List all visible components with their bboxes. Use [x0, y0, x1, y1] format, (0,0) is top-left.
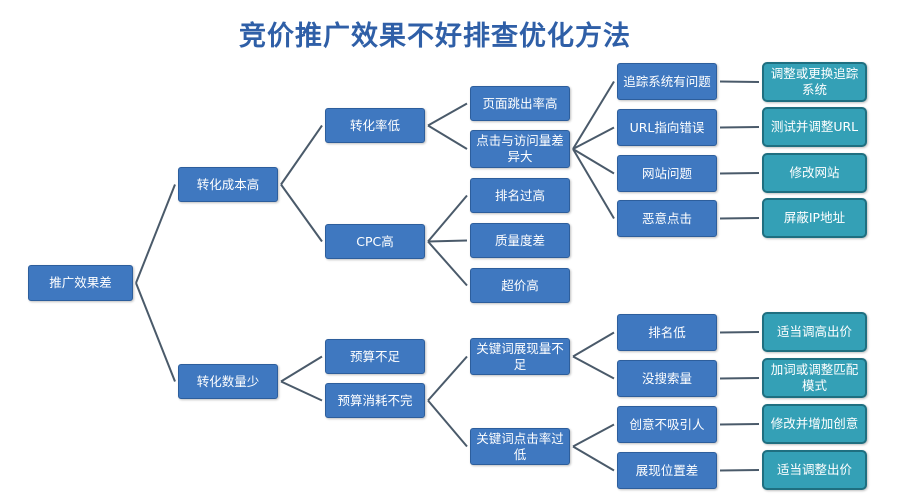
- node-rate-low: 转化率低: [325, 108, 425, 143]
- node-fix-position: 适当调整出价: [762, 450, 867, 490]
- connector-position_poor-fix_position: [719, 469, 760, 472]
- connector-ctr_low-position_poor: [572, 445, 615, 472]
- connector-impr_low-no_search: [572, 355, 615, 380]
- node-click-visit-gap: 点击与访问量差异大: [470, 130, 570, 168]
- connector-count_low-budget_unspent: [280, 380, 323, 402]
- connector-budget_unspent-impr_low: [427, 355, 468, 402]
- node-count-low: 转化数量少: [178, 364, 278, 399]
- node-tracking-issue: 追踪系统有问题: [617, 63, 717, 100]
- node-site-issue: 网站问题: [617, 155, 717, 192]
- connector-root-count_low: [135, 282, 176, 382]
- connector-count_low-budget_short: [280, 355, 323, 383]
- node-ctr-low: 关键词点击率过低: [470, 428, 570, 465]
- page-title: 竞价推广效果不好排查优化方法: [239, 21, 631, 52]
- connector-ctr_low-creative_weak: [572, 423, 615, 448]
- node-overbid: 超价高: [470, 268, 570, 303]
- node-url-wrong: URL指向错误: [617, 109, 717, 146]
- node-fix-fraud: 屏蔽IP地址: [762, 198, 867, 238]
- node-no-search: 没搜索量: [617, 360, 717, 397]
- connector-cpc_high-overbid: [427, 240, 468, 287]
- node-fix-rank: 适当调高出价: [762, 312, 867, 352]
- connector-rate_low-click_visit_gap: [427, 124, 468, 150]
- connector-root-cost_high: [135, 184, 176, 284]
- node-budget-unspent: 预算消耗不完: [325, 383, 425, 418]
- node-fix-tracking: 调整或更换追踪系统: [762, 62, 867, 102]
- connector-click_visit_gap-tracking_issue: [572, 80, 615, 150]
- node-budget-short: 预算不足: [325, 339, 425, 374]
- node-fraud-click: 恶意点击: [617, 200, 717, 237]
- connector-cpc_high-rank_too_high: [427, 194, 468, 243]
- connector-budget_unspent-ctr_low: [427, 399, 468, 448]
- node-fix-creative: 修改并增加创意: [762, 404, 867, 444]
- node-creative-weak: 创意不吸引人: [617, 406, 717, 443]
- connector-site_issue-fix_site: [719, 172, 760, 175]
- connector-no_search-fix_search: [719, 377, 760, 380]
- node-fix-url: 测试并调整URL: [762, 107, 867, 147]
- node-position-poor: 展现位置差: [617, 452, 717, 489]
- connector-url_wrong-fix_url: [719, 126, 760, 129]
- connector-cpc_high-quality_poor: [427, 239, 468, 243]
- connector-tracking_issue-fix_tracking: [719, 80, 760, 83]
- node-impr-low: 关键词展现量不足: [470, 338, 570, 375]
- node-quality-poor: 质量度差: [470, 223, 570, 258]
- node-bounce-high: 页面跳出率高: [470, 86, 570, 121]
- node-root: 推广效果差: [28, 265, 133, 301]
- connector-click_visit_gap-fraud_click: [572, 148, 615, 220]
- node-fix-search: 加词或调整匹配模式: [762, 358, 867, 398]
- connector-fraud_click-fix_fraud: [719, 217, 760, 220]
- connector-creative_weak-fix_creative: [719, 423, 760, 426]
- connector-rate_low-bounce_high: [427, 102, 468, 127]
- connector-cost_high-cpc_high: [280, 183, 323, 243]
- node-rank-too-high: 排名过高: [470, 178, 570, 213]
- connector-rank_low-fix_rank: [719, 331, 760, 334]
- connector-click_visit_gap-url_wrong: [572, 126, 615, 150]
- node-cost-high: 转化成本高: [178, 167, 278, 202]
- node-rank-low: 排名低: [617, 314, 717, 351]
- connector-impr_low-rank_low: [572, 331, 615, 358]
- node-cpc-high: CPC高: [325, 224, 425, 259]
- node-fix-site: 修改网站: [762, 153, 867, 193]
- connector-click_visit_gap-site_issue: [572, 148, 615, 175]
- connector-cost_high-rate_low: [280, 124, 323, 186]
